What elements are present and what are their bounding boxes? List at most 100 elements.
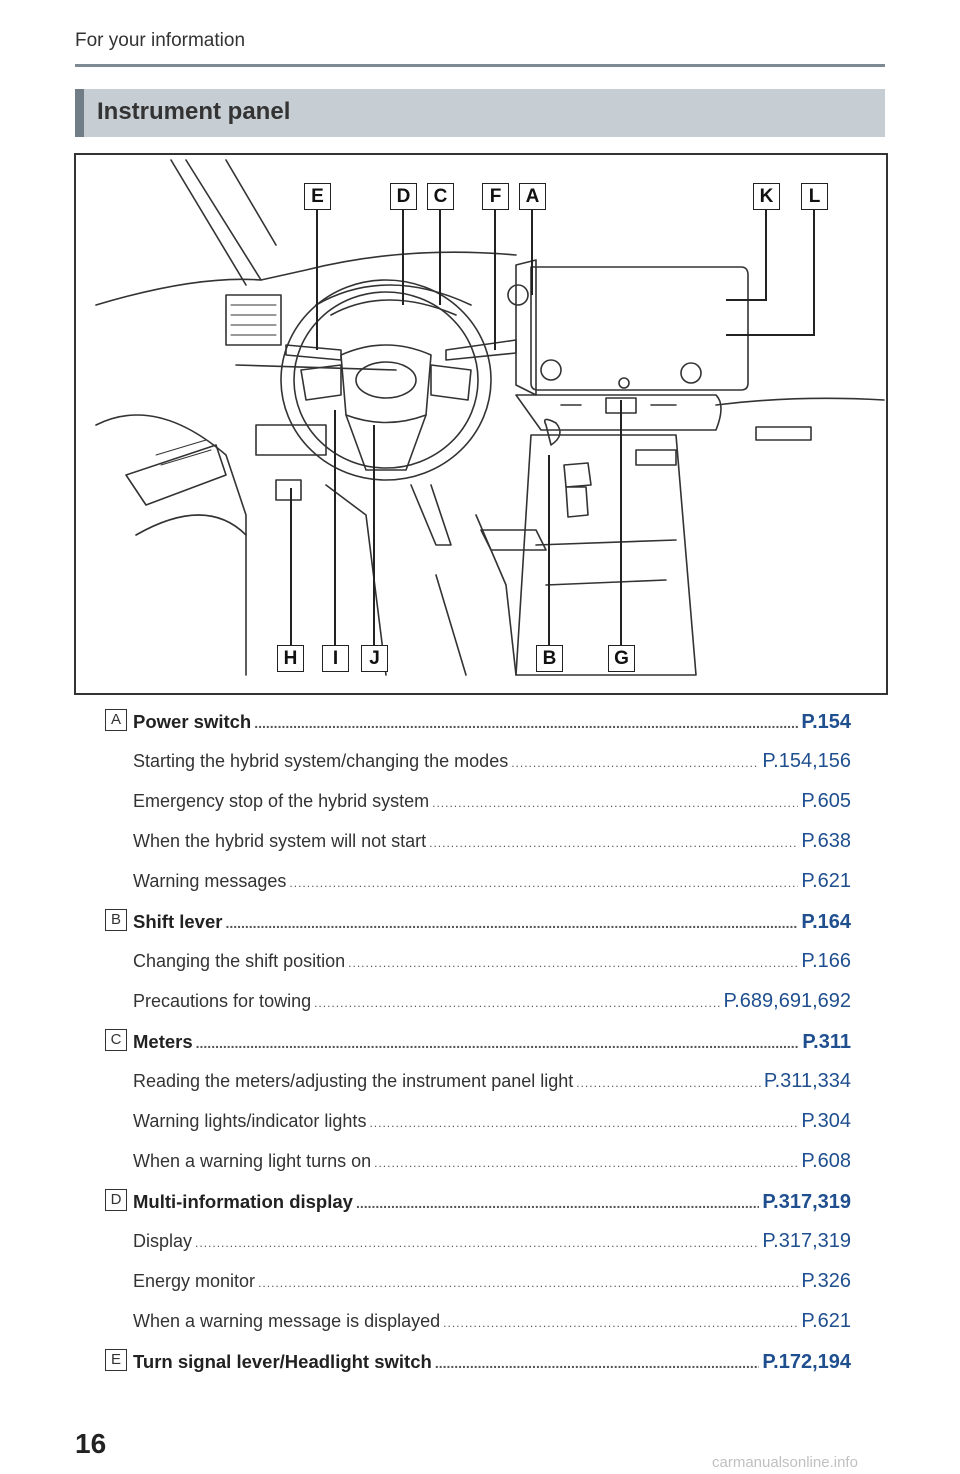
page-link[interactable]: P.638 (801, 830, 851, 852)
sub-entry-label: When a warning message is displayed (133, 1311, 441, 1331)
page-link[interactable]: P.621 (801, 1310, 851, 1332)
sub-entry-label: Display (133, 1231, 193, 1251)
entry-title: Turn signal lever/Headlight switch (133, 1351, 432, 1372)
page-link[interactable]: P.317,319 (762, 1191, 851, 1213)
page-link[interactable]: P.172,194 (762, 1351, 851, 1373)
leader-dots: ........................................… (432, 796, 798, 810)
section-bar: Instrument panel (75, 89, 885, 137)
callout-K: K (753, 183, 780, 210)
entry-title-row: A Power switch .........................… (105, 705, 851, 745)
leader-dots: ........................................… (289, 876, 798, 890)
sub-entry-row: Energy monitor .........................… (105, 1265, 851, 1305)
page-link[interactable]: P.317,319 (762, 1230, 851, 1252)
page-link[interactable]: P.311,334 (763, 1070, 851, 1092)
page-link[interactable]: P.164 (801, 911, 851, 933)
page-link[interactable]: P.326 (801, 1270, 851, 1292)
page-link[interactable]: P.608 (801, 1150, 851, 1172)
leader-dots: ........................................… (355, 1195, 759, 1211)
callout-C: C (427, 183, 454, 210)
page-link[interactable]: P.311 (802, 1031, 851, 1053)
sub-entry-label: When the hybrid system will not start (133, 831, 427, 851)
header-rule (75, 64, 885, 67)
entry-title: Multi-information display (133, 1191, 353, 1212)
leader-dots: ........................................… (374, 1156, 798, 1170)
sub-entry-label: Reading the meters/adjusting the instrum… (133, 1071, 574, 1091)
entry-a: A Power switch .........................… (105, 705, 851, 905)
page-link[interactable]: P.154,156 (762, 750, 851, 772)
leader-dots: ........................................… (434, 1355, 760, 1371)
page-link[interactable]: P.689,691,692 (723, 990, 851, 1012)
callout-A: A (519, 183, 546, 210)
page-link[interactable]: P.621 (801, 870, 851, 892)
sub-entry-row: Warning messages .......................… (105, 865, 851, 905)
sub-entry-label: Changing the shift position (133, 951, 346, 971)
callout-G: G (608, 645, 635, 672)
entry-letter: B (105, 909, 127, 931)
entry-title: Meters (133, 1031, 193, 1052)
sub-entry-row: Changing the shift position ............… (105, 945, 851, 985)
leader-dots: ........................................… (314, 996, 720, 1010)
sub-entry-label: Warning lights/indicator lights (133, 1111, 367, 1131)
watermark: carmanualsonline.info (712, 1454, 858, 1471)
callout-D: D (390, 183, 417, 210)
leader-dots: ........................................… (225, 915, 799, 931)
sub-entry-row: Emergency stop of the hybrid system ....… (105, 785, 851, 825)
entry-letter: C (105, 1029, 127, 1051)
page-link[interactable]: P.154 (801, 711, 851, 733)
sub-entry-label: Precautions for towing (133, 991, 312, 1011)
dashboard-drawing (95, 159, 885, 676)
entry-title-row: C Meters ...............................… (105, 1025, 851, 1065)
callout-I: I (322, 645, 349, 672)
section-title: Instrument panel (97, 98, 291, 125)
sub-entry-row: Display ................................… (105, 1225, 851, 1265)
callout-F: F (482, 183, 509, 210)
instrument-panel-illustration: E D C F A K L H I J B G (74, 153, 888, 695)
page-number: 16 (75, 1428, 107, 1459)
entry-e: E Turn signal lever/Headlight switch ...… (105, 1345, 851, 1385)
entry-d: D Multi-information display ............… (105, 1185, 851, 1345)
leader-dots: ........................................… (348, 956, 799, 970)
entry-title: Shift lever (133, 911, 223, 932)
entry-letter: A (105, 709, 127, 731)
page-link[interactable]: P.166 (801, 950, 851, 972)
entry-title-row: B Shift lever ..........................… (105, 905, 851, 945)
entry-title: Power switch (133, 711, 252, 732)
entry-letter: E (105, 1349, 127, 1371)
entry-title-row: E Turn signal lever/Headlight switch ...… (105, 1345, 851, 1385)
leader-dots: ........................................… (195, 1236, 760, 1250)
sub-entry-row: When the hybrid system will not start ..… (105, 825, 851, 865)
page-link[interactable]: P.304 (801, 1110, 851, 1132)
running-head: For your information (75, 30, 246, 51)
leader-dots: ........................................… (195, 1035, 800, 1051)
entry-title-row: D Multi-information display ............… (105, 1185, 851, 1225)
entry-c: C Meters ...............................… (105, 1025, 851, 1185)
page-link[interactable]: P.605 (801, 790, 851, 812)
sub-entry-row: Warning lights/indicator lights ........… (105, 1105, 851, 1145)
sub-entry-label: Starting the hybrid system/changing the … (133, 751, 509, 771)
sub-entry-row: Starting the hybrid system/changing the … (105, 745, 851, 785)
sub-entry-label: Warning messages (133, 871, 287, 891)
leader-dots: ........................................… (254, 715, 799, 731)
callout-E: E (304, 183, 331, 210)
section-accent (75, 89, 84, 137)
sub-entry-label: When a warning light turns on (133, 1151, 372, 1171)
sub-entry-row: Reading the meters/adjusting the instrum… (105, 1065, 851, 1105)
leader-dots: ........................................… (258, 1276, 798, 1290)
entry-b: B Shift lever ..........................… (105, 905, 851, 1025)
leader-dots: ........................................… (443, 1316, 799, 1330)
leader-dots: ........................................… (511, 756, 759, 770)
sub-entry-row: When a warning light turns on ..........… (105, 1145, 851, 1185)
sub-entry-label: Energy monitor (133, 1271, 256, 1291)
sub-entry-row: When a warning message is displayed ....… (105, 1305, 851, 1345)
entry-list: A Power switch .........................… (105, 705, 851, 1385)
sub-entry-row: Precautions for towing .................… (105, 985, 851, 1025)
leader-dots: ........................................… (576, 1076, 761, 1090)
leader-dots: ........................................… (429, 836, 798, 850)
sub-entry-label: Emergency stop of the hybrid system (133, 791, 430, 811)
callout-J: J (361, 645, 388, 672)
leader-dots: ........................................… (369, 1116, 799, 1130)
callout-H: H (277, 645, 304, 672)
entry-letter: D (105, 1189, 127, 1211)
callout-B: B (536, 645, 563, 672)
callout-L: L (801, 183, 828, 210)
